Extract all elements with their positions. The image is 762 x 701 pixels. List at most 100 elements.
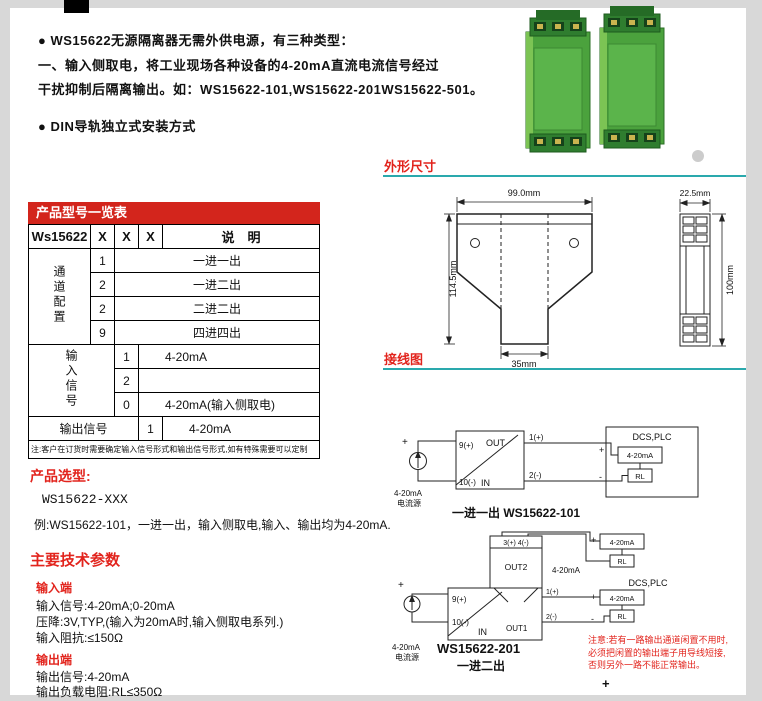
selection-title: 产品选型: bbox=[30, 468, 91, 484]
warning-line: 必须把闲置的输出端子用导线短接, bbox=[588, 647, 726, 658]
dimensions-rule bbox=[383, 175, 746, 177]
wiring-title: 接线图 bbox=[384, 352, 424, 367]
base-width-label: 35mm bbox=[511, 359, 536, 369]
channel-desc: 一进一出 bbox=[114, 248, 320, 273]
channel-row-2: 2 一进二出 bbox=[29, 272, 320, 297]
dimension-drawing: 99.0mm 114.5mm 35mm 22.5mm 100mm bbox=[444, 188, 735, 369]
d1-plus-sign: + bbox=[402, 437, 408, 448]
output-specs-title: 输出端 bbox=[36, 653, 73, 667]
wiring-rule bbox=[383, 368, 746, 370]
d2-terminal-10: 10(-) bbox=[452, 618, 469, 627]
note-row: 注:客户在订货时需要确定输入信号形式和输出信号形式,如有特殊需要可以定制 bbox=[28, 440, 320, 459]
input-desc: 4-20mA bbox=[138, 344, 320, 369]
front-height-label: 114.5mm bbox=[448, 261, 458, 298]
channel-row-1: 通道配置 1 一进一出 bbox=[28, 248, 320, 345]
desc-header-cell: 说 明 bbox=[162, 224, 320, 249]
intro-line-1: ● WS15622无源隔离器无需外供电源，有三种类型： bbox=[38, 33, 355, 48]
channel-code: 9 bbox=[90, 320, 115, 345]
d2-plus-sign: + bbox=[398, 580, 404, 591]
side-height-label: 100mm bbox=[725, 265, 735, 295]
side-width-label: 22.5mm bbox=[680, 188, 711, 198]
input-code: 0 bbox=[114, 392, 139, 417]
d1-source-label-2: 电流源 bbox=[397, 498, 421, 508]
din-module-right bbox=[599, 6, 665, 149]
output-desc: 4-20mA bbox=[162, 416, 320, 441]
front-dimension-lines bbox=[444, 197, 593, 359]
output-spec-line: 输出负载电阻:RL≤350Ω bbox=[36, 685, 163, 699]
channel-group-label: 通道配置 bbox=[52, 265, 66, 325]
din-mount-line: ● DIN导轨独立式安装方式 bbox=[38, 119, 196, 134]
d2-source-label-2: 电流源 bbox=[395, 652, 419, 662]
product-photo bbox=[525, 6, 704, 162]
input-group-cell: 输入信号 bbox=[28, 344, 115, 417]
channel-group-cell: 通道配置 bbox=[28, 248, 91, 345]
d2-minus-sign: - bbox=[591, 614, 594, 624]
wiring-diagram-1: + 9(+) 10(-) OUT IN 1(+) 2(-) + - DCS,PL… bbox=[394, 426, 699, 508]
diagram2-warning: 注意:若有一路输出通道闲置不用时, 必须把闲置的输出端子用导线短接, 否则另外一… bbox=[588, 634, 746, 672]
model-table-title: 产品型号一览表 bbox=[28, 202, 320, 224]
d1-rl-label: RL bbox=[635, 472, 645, 481]
d2-terminals-34: 3(+) 4(-) bbox=[503, 540, 528, 547]
input-desc: 4-20mA(输入侧取电) bbox=[138, 392, 320, 417]
warning-line: 否则另外一路不能正常输出。 bbox=[588, 660, 706, 670]
d1-plus-sign: + bbox=[599, 445, 604, 455]
input-spec-line: 输入信号:4-20mA;0-20mA bbox=[36, 599, 175, 613]
side-view bbox=[679, 213, 711, 347]
watermark-dot bbox=[692, 150, 704, 162]
d1-out-label: OUT bbox=[486, 438, 506, 448]
channel-desc: 二进二出 bbox=[114, 296, 320, 321]
d2-source-label-1: 4-20mA bbox=[392, 643, 421, 652]
output-code: 1 bbox=[138, 416, 163, 441]
channel-code: 2 bbox=[90, 272, 115, 297]
d2-out2-label: OUT2 bbox=[505, 562, 528, 572]
front-view bbox=[456, 213, 593, 345]
diagram1-caption: 一进一出 WS15622-101 bbox=[452, 506, 581, 520]
channel-desc: 四进四出 bbox=[114, 320, 320, 345]
d2-load1-label: 4-20mA bbox=[610, 540, 635, 547]
d2-load2-label: 4-20mA bbox=[610, 596, 635, 603]
d1-current-source bbox=[409, 440, 456, 482]
side-dimension-lines bbox=[679, 199, 726, 347]
d1-loop-label: 4-20mA bbox=[627, 451, 653, 460]
intro-line-2: 一、输入侧取电，将工业现场各种设备的4-20mA直流电流信号经过 bbox=[38, 58, 439, 73]
output-row: 输出信号 1 4-20mA bbox=[28, 416, 320, 441]
d2-out1-label: OUT1 bbox=[506, 624, 528, 633]
channel-code: 1 bbox=[90, 248, 115, 273]
output-group-label: 输出信号 bbox=[28, 416, 139, 441]
d2-loads bbox=[501, 531, 645, 623]
d1-terminal-10: 10(-) bbox=[459, 478, 476, 487]
d1-source-label-1: 4-20mA bbox=[394, 489, 423, 498]
front-width-label: 99.0mm bbox=[508, 188, 541, 198]
d2-rl-label: RL bbox=[618, 614, 627, 621]
channel-row-4: 9 四进四出 bbox=[29, 320, 320, 345]
d1-terminal-2: 2(-) bbox=[529, 471, 542, 480]
d1-isolator-box bbox=[455, 430, 525, 490]
channel-desc: 一进二出 bbox=[114, 272, 320, 297]
d2-plus-sign: + bbox=[591, 592, 596, 602]
d2-current-source bbox=[403, 593, 448, 623]
x2-cell: X bbox=[114, 224, 139, 249]
din-module-left bbox=[525, 9, 591, 153]
d1-dcs-label: DCS,PLC bbox=[632, 432, 672, 442]
selection-model-code: WS15622-XXX bbox=[42, 492, 128, 507]
next-diagram-plus: + bbox=[602, 676, 610, 691]
input-code: 1 bbox=[114, 344, 139, 369]
d2-terminal-2: 2(-) bbox=[546, 614, 557, 621]
input-spec-line: 输入阻抗:≤150Ω bbox=[36, 631, 123, 645]
d1-in-label: IN bbox=[481, 478, 490, 488]
x1-cell: X bbox=[90, 224, 115, 249]
order-note: 注:客户在订货时需要确定输入信号形式和输出信号形式,如有特殊需要可以定制 bbox=[28, 440, 320, 459]
dimensions-title: 外形尺寸 bbox=[384, 159, 437, 174]
input-row-1: 输入信号 1 4-20mA bbox=[28, 344, 320, 417]
output-spec-line: 输出信号:4-20mA bbox=[36, 670, 130, 684]
input-specs-title: 输入端 bbox=[36, 581, 73, 595]
intro-line-3: 干扰抑制后隔离输出。如：WS15622-101,WS15622-201WS156… bbox=[38, 82, 484, 97]
input-desc bbox=[138, 368, 320, 393]
input-group-label: 输入信号 bbox=[64, 349, 78, 409]
d2-dcs-label: DCS,PLC bbox=[628, 578, 668, 588]
d1-dcs-box bbox=[524, 426, 699, 498]
d1-terminal-9: 9(+) bbox=[459, 441, 474, 450]
specs-title: 主要技术参数 bbox=[30, 552, 121, 569]
input-code: 2 bbox=[114, 368, 139, 393]
